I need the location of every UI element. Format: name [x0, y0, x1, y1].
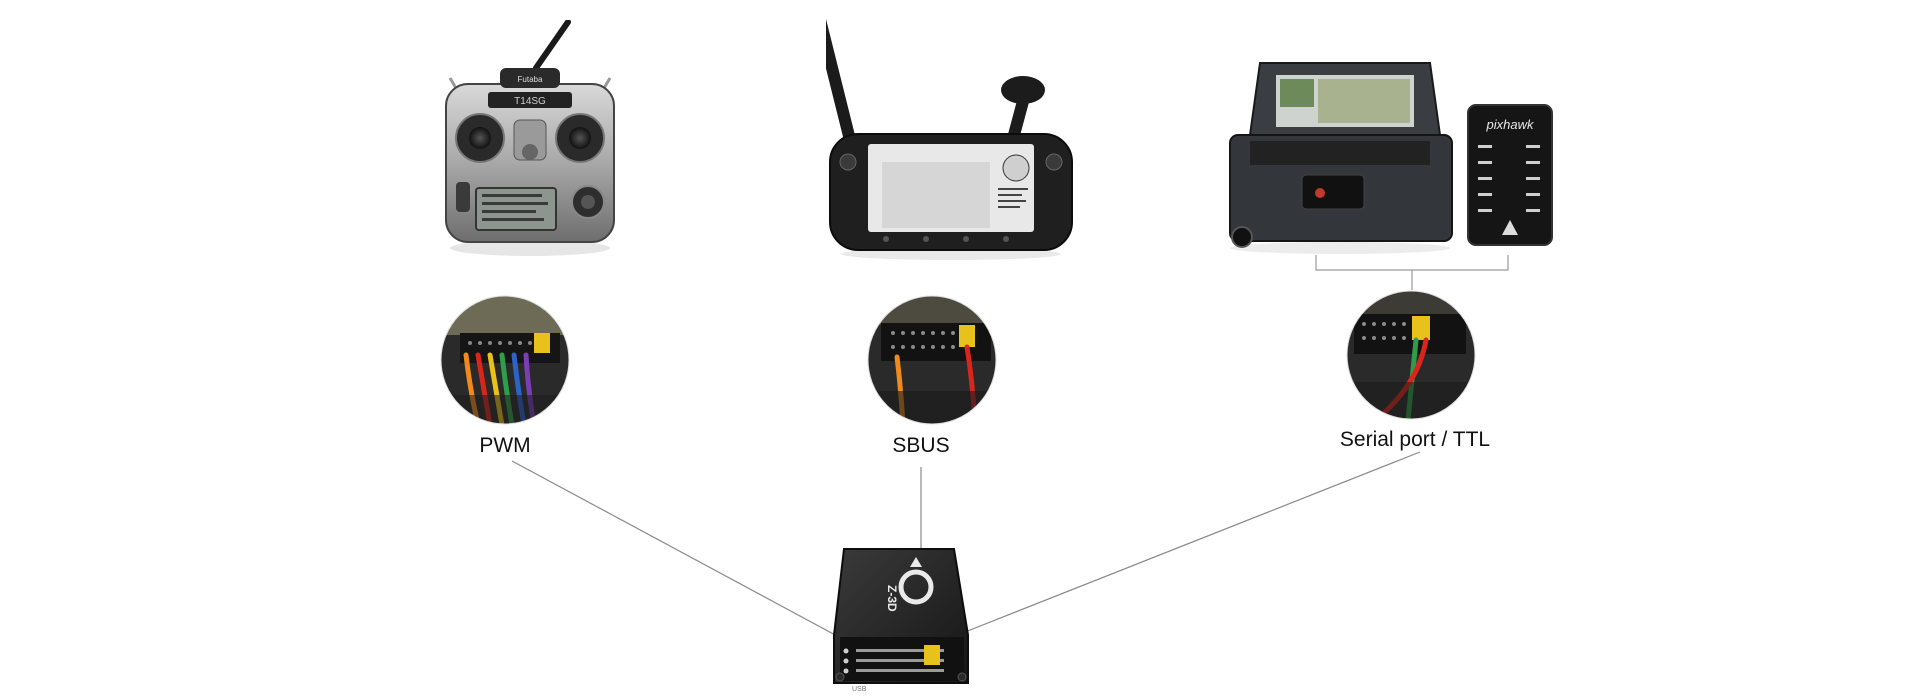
sbus-connector-photo [867, 295, 997, 425]
svg-text:Z-3D: Z-3D [885, 585, 899, 612]
ground-station-image: pixhawk [1229, 62, 1553, 254]
smart-remote-image [826, 13, 1073, 260]
svg-text:pixhawk: pixhawk [1486, 117, 1535, 132]
pwm-connector-photo [440, 295, 570, 425]
rc-transmitter-image: Futaba T14SG [445, 20, 615, 256]
sbus-label: SBUS [892, 434, 950, 457]
pwm-label: PWM [479, 434, 531, 457]
svg-text:T14SG: T14SG [514, 96, 546, 107]
svg-text:USB: USB [852, 686, 867, 693]
serial-port-label: Serial port / TTL [1339, 428, 1491, 451]
svg-text:Futaba: Futaba [518, 75, 543, 84]
z3d-controller-image: Z-3D USB [833, 548, 969, 693]
pwm-connector-line [511, 460, 853, 645]
serial-connector-line [964, 451, 1421, 633]
serial-connector-photo [1346, 290, 1476, 420]
bracket-line [1315, 255, 1509, 290]
